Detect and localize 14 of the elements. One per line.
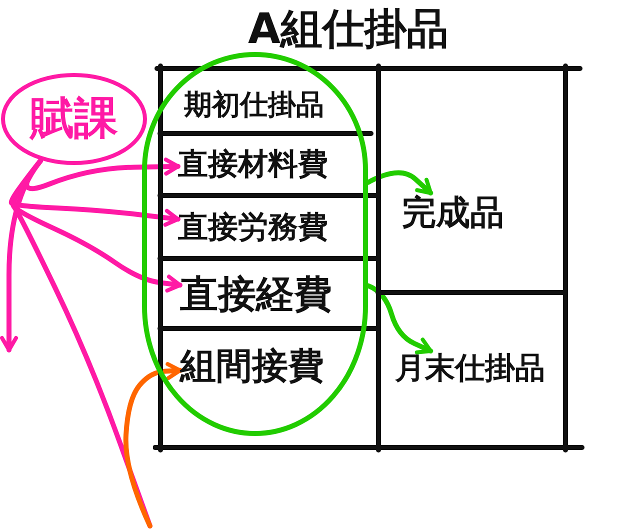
account-item: 月末仕掛品 [395, 351, 545, 387]
account-title: A組仕掛品 [248, 6, 449, 52]
account-item: 直接材料費 [178, 147, 328, 183]
arrow [366, 170, 434, 196]
arrow [123, 362, 182, 528]
account-item: 組間接費 [180, 345, 324, 388]
account-item: 直接労務費 [178, 210, 328, 246]
account-item: 完成品 [402, 193, 504, 234]
oval-label: 賦課 [0, 72, 148, 166]
enclosing-loop [142, 52, 368, 436]
arrow [366, 283, 434, 354]
account-item: 直接経費 [180, 272, 332, 318]
arrow [24, 158, 180, 192]
account-item: 期初仕掛品 [184, 88, 324, 122]
